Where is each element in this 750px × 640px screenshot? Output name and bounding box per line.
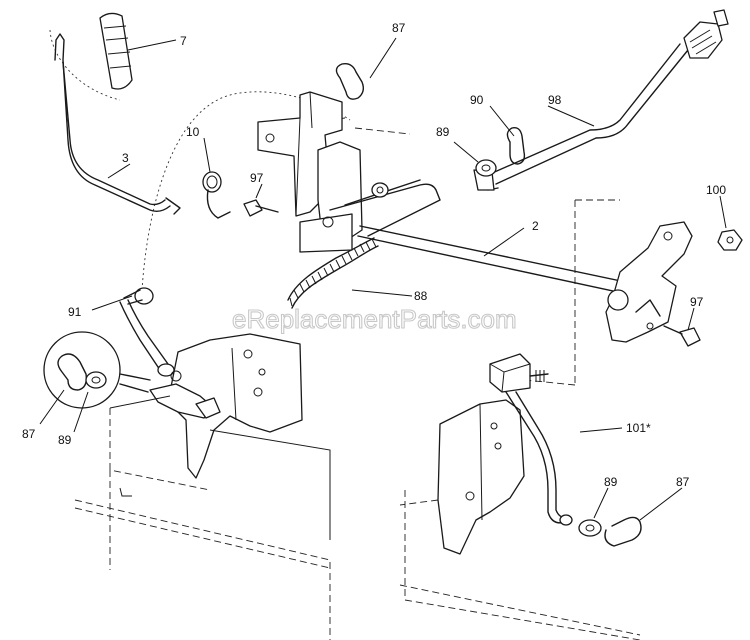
- bracket-bottom-right: [399, 399, 525, 555]
- label-87-bottom: 87: [676, 475, 690, 489]
- part-97-bolt-top: [243, 199, 279, 217]
- label-3: 3: [122, 151, 129, 165]
- bracket-left: [149, 333, 303, 479]
- part-labels: 7 87 3 10 97 90 98 89 100 2 88 91 97 87 …: [22, 21, 726, 489]
- part-2-shaft: [357, 225, 641, 297]
- leader-lines: [39, 37, 727, 521]
- label-2: 2: [532, 219, 539, 233]
- part-88-spring: [287, 237, 379, 309]
- part-10-spring: [202, 171, 231, 219]
- label-89-bottom: 89: [604, 475, 618, 489]
- label-10: 10: [186, 125, 200, 139]
- label-100: 100: [706, 183, 726, 197]
- watermark-text: eReplacementParts.com: [232, 304, 517, 334]
- label-101: 101*: [626, 421, 651, 435]
- part-87-clip-top: [335, 62, 365, 100]
- deck-left: [109, 395, 331, 540]
- label-90: 90: [470, 93, 484, 107]
- part-90-clip: [506, 126, 526, 165]
- part-101-rod: [489, 353, 573, 526]
- part-97-bolt-right: [663, 325, 701, 347]
- bracket-upper: [257, 91, 441, 253]
- part-87-clip-bottom: [604, 516, 642, 547]
- part-7-grip: [99, 12, 133, 90]
- part-89-washer-bottom: [578, 519, 602, 537]
- part-3-handle: [54, 33, 181, 215]
- label-97-top: 97: [250, 171, 264, 185]
- deck-outline: [49, 29, 641, 640]
- label-87-left: 87: [22, 427, 36, 441]
- part-98-rod: [473, 9, 729, 191]
- label-91: 91: [68, 305, 82, 319]
- bracket-right: [605, 221, 693, 343]
- part-91-link: [119, 287, 175, 377]
- label-97-right: 97: [690, 295, 704, 309]
- label-98: 98: [548, 93, 562, 107]
- label-89-left: 89: [58, 433, 72, 447]
- label-88: 88: [414, 289, 428, 303]
- part-89-washer-top: [475, 159, 497, 177]
- label-89-top: 89: [436, 125, 450, 139]
- label-7: 7: [180, 34, 187, 48]
- part-100-nut: [717, 229, 743, 251]
- label-87-top: 87: [392, 21, 406, 35]
